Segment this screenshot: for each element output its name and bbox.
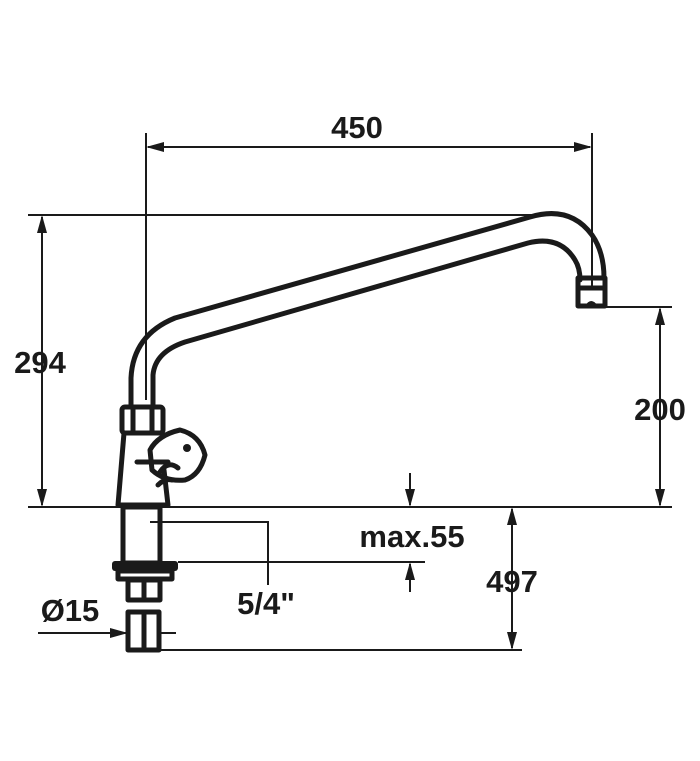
spout-inner bbox=[150, 238, 583, 409]
faucet-outline bbox=[112, 211, 608, 653]
union-nut bbox=[119, 404, 166, 436]
dim-max-thickness: max.55 bbox=[359, 519, 464, 554]
shank bbox=[120, 504, 163, 566]
dim-outlet-height: 200 bbox=[634, 392, 686, 427]
dim-pipe-diameter: Ø15 bbox=[41, 593, 100, 628]
dim-shank-length: 497 bbox=[486, 564, 538, 599]
dim-thread-size: 5/4" bbox=[237, 586, 295, 621]
dim-spout-reach: 450 bbox=[331, 110, 383, 145]
dim-total-height: 294 bbox=[14, 345, 66, 380]
dimension-lines bbox=[28, 133, 672, 651]
spout-outer bbox=[128, 211, 607, 409]
